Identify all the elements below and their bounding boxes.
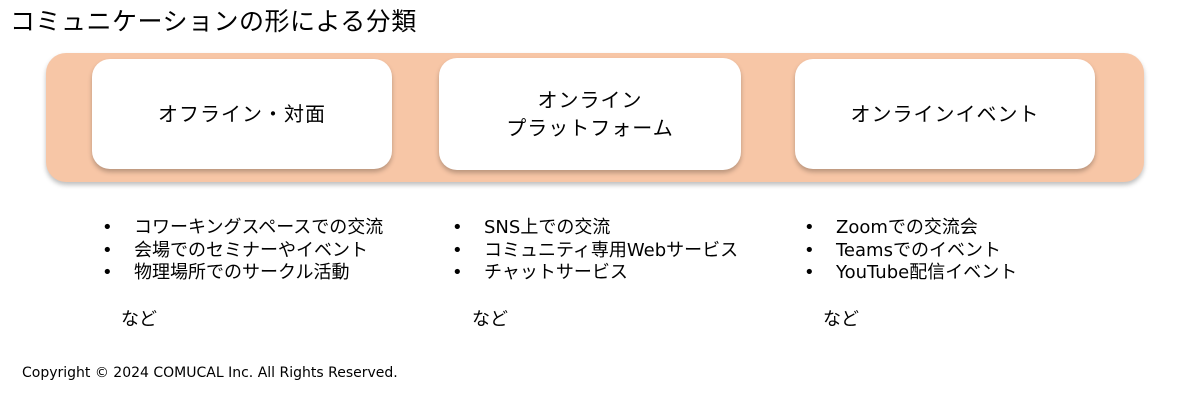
list-item: • コミュニティ専用Webサービス bbox=[452, 240, 738, 263]
list-item-text: Zoomでの交流会 bbox=[836, 217, 978, 238]
list-item: • チャットサービス bbox=[452, 262, 738, 285]
list-item: • コワーキングスペースでの交流 bbox=[102, 217, 383, 240]
bullet-icon: • bbox=[102, 217, 113, 238]
category-card-online-platform: オンライン プラットフォーム bbox=[439, 58, 741, 170]
list-item-text: 会場でのセミナーやイベント bbox=[134, 239, 368, 261]
example-list-online-platform: • SNS上での交流 • コミュニティ専用Webサービス • チャットサービス bbox=[452, 217, 738, 285]
bullet-icon: • bbox=[452, 262, 463, 283]
etc-note: など bbox=[823, 309, 859, 330]
list-item: • YouTube配信イベント bbox=[804, 262, 1017, 285]
copyright-text: Copyright © 2024 COMUCAL Inc. All Rights… bbox=[22, 365, 398, 381]
bullet-icon: • bbox=[102, 262, 113, 283]
list-item: • Zoomでの交流会 bbox=[804, 217, 1017, 240]
bullet-icon: • bbox=[804, 239, 815, 261]
category-card-offline: オフライン・対面 bbox=[92, 59, 392, 169]
example-list-offline: • コワーキングスペースでの交流 • 会場でのセミナーやイベント • 物理場所でのサー… bbox=[102, 217, 383, 285]
page-title: コミュニケーションの形による分類 bbox=[10, 7, 417, 36]
bullet-icon: • bbox=[452, 239, 463, 261]
bullet-icon: • bbox=[102, 239, 113, 261]
list-item-text: Teamsでのイベント bbox=[836, 239, 1001, 261]
list-item-text: コミュニティ専用Webサービス bbox=[484, 239, 739, 261]
bullet-icon: • bbox=[804, 262, 815, 283]
example-list-online-event: • Zoomでの交流会 • Teamsでのイベント • YouTube配信イベント bbox=[804, 217, 1017, 285]
category-label: オンライン プラットフォーム bbox=[506, 88, 674, 140]
bullet-icon: • bbox=[804, 217, 815, 238]
list-item-text: コワーキングスペースでの交流 bbox=[134, 217, 384, 238]
list-item-text: 物理場所でのサークル活動 bbox=[134, 262, 350, 283]
list-item-text: SNS上での交流 bbox=[484, 217, 611, 238]
etc-note: など bbox=[121, 309, 157, 330]
list-item: • Teamsでのイベント bbox=[804, 240, 1017, 263]
category-label: オフライン・対面 bbox=[158, 102, 326, 126]
list-item: • SNS上での交流 bbox=[452, 217, 738, 240]
category-label: オンラインイベント bbox=[850, 102, 1040, 126]
list-item-text: チャットサービス bbox=[484, 262, 628, 283]
etc-note: など bbox=[472, 309, 508, 330]
list-item: • 会場でのセミナーやイベント bbox=[102, 240, 383, 263]
list-item: • 物理場所でのサークル活動 bbox=[102, 262, 383, 285]
category-card-online-event: オンラインイベント bbox=[795, 59, 1095, 169]
list-item-text: YouTube配信イベント bbox=[836, 262, 1018, 283]
bullet-icon: • bbox=[452, 217, 463, 238]
